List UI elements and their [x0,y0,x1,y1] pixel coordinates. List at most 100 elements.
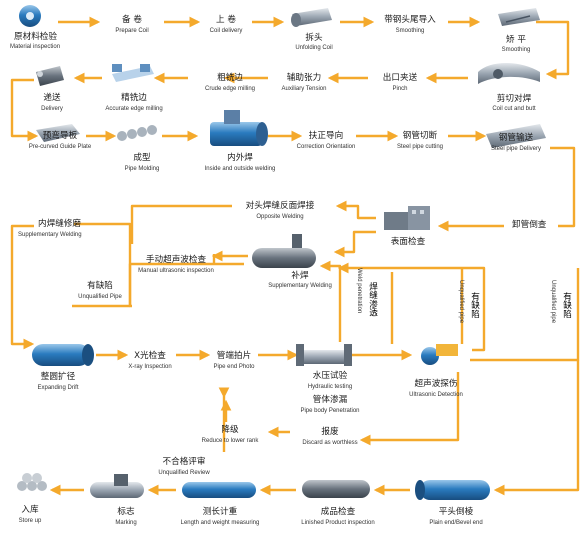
plain-bevel-end-label: 平头倒棱 [438,507,474,517]
weld-penetration-en: Weld penetration [356,268,362,314]
steel-pipe-delivery-label: 钢管输送 [498,133,534,143]
expanding-drift-label: 整圆扩径 [40,372,76,382]
steel-pipe-cutting-en: Steel pipe cutting [396,144,444,150]
weld-penetration-label: 焊缝渗透 [367,282,378,317]
length-weight-en: Length and weight measuring [180,520,260,526]
pipe-body-penetration-label: 管体渗漏 [312,395,348,405]
prepare-coil-label: 备 卷 [122,15,142,25]
prepare-coil-en: Prepare Coil [115,28,149,34]
finished-inspection-label: 成品检查 [320,507,356,517]
pinch-en: Pinch [392,86,408,92]
unfolding-coil-icon [291,8,332,27]
crude-edge-milling-en: Crude edge milling [204,86,256,92]
accurate-edge-milling-label: 精铣边 [121,93,147,103]
unqualified-pipe-left-label: 有缺陷 [87,281,113,291]
pipe-molding-label: 成型 [133,153,151,163]
crude-edge-milling-label: 粗铣边 [217,73,243,83]
unqualified-pipe-mid-en: Unqualified pipe [458,280,464,324]
unqualified-pipe-right-label: 有缺陷 [561,292,572,318]
hydraulic-testing-label: 水压试验 [312,371,348,381]
steel-pipe-delivery-en: Steel pipe Delivery [490,146,542,152]
auxiliary-tension-en: Auxiliary Tension [281,86,327,92]
material-inspection-en: Material inspection [10,44,61,50]
correction-orientation-label: 扶正导向 [308,131,344,141]
ultrasonic-detection-en: Ultrasonic Detection [409,392,463,398]
flow-arrows [10,16,580,496]
supplementary-welding-en: Supplementary Welding [268,283,332,289]
smoothing-label: 矫 平 [506,35,526,45]
reduce-rank-en: Reduce to lower rank [201,438,259,444]
expanding-drift-pipe-icon [32,344,94,366]
inner-weld-grinding-label: 内焊缝修磨 [38,219,81,229]
pipe-molding-en: Pipe Molding [124,166,160,172]
material-coil-icon [19,5,41,27]
plain-bevel-end-icon [415,480,490,500]
smoothing-roller-icon [498,8,540,26]
unqualified-review-en: Unqualified Review [158,470,210,476]
accurate-edge-milling-en: Accurate edge milling [105,106,163,112]
store-up-label: 入库 [21,505,39,515]
ultrasonic-detection-label: 超声波探伤 [414,379,458,389]
pre-curved-guide-label: 预弯导板 [42,131,78,141]
inside-outside-welding-en: Inside and outside welding [204,166,276,172]
inside-outside-welding-label: 内外焊 [227,153,253,163]
inner-weld-grinding-en: Supplementary Welding [18,232,82,238]
finished-inspection-en: Linished Product inspection [301,520,375,526]
pipe-body-penetration-en: Pipe body Penetration [300,408,360,414]
accurate-edge-milling-icon [112,64,154,82]
delivery-roller-icon [36,66,64,86]
supplementary-welding-label: 补焊 [291,271,309,281]
xray-inspection-label: X光检查 [134,351,166,361]
hydraulic-testing-en: Hydraulic testing [307,384,353,390]
surface-inspection-station-icon [384,206,430,230]
reduce-rank-label: 降级 [221,425,239,435]
steel-pipe-cutting-label: 钢管切断 [402,131,438,141]
unqualified-pipe-mid-label: 有缺陷 [469,292,480,318]
unqualified-pipe-right-en: Unqualified pipe [550,280,556,324]
coil-cut-butt-icon [478,63,540,84]
marking-en: Marking [115,520,137,526]
coil-delivery-label: 上 卷 [216,15,236,25]
pre-curved-guide-plate-icon [36,124,80,142]
unqualified-pipe-left-en: Unqualified Pipe [78,294,122,300]
coil-cut-butt-label: 剪切对焊 [496,94,532,104]
equipment-icons [17,5,546,500]
ultrasonic-detection-icon [421,344,458,365]
coil-delivery-en: Coil delivery [209,28,243,34]
delivery-en: Delivery [41,106,63,112]
material-inspection-label: 原材料检验 [14,32,57,42]
pipe-end-photo-en: Pipe end Photo [213,364,255,370]
surface-inspection-label: 表面检查 [390,237,426,247]
manual-ultrasonic-en: Manual ultrasonic inspection [138,268,214,274]
hydraulic-testing-machine-icon [296,344,352,366]
coil-cut-butt-en: Coil cut and butt [492,106,536,112]
plain-bevel-end-en: Plain end/Bevel end [429,520,483,526]
smoothing-en: Smoothing [501,47,531,53]
store-up-pipe-bundle-icon [17,473,47,491]
unqualified-review-label: 不合格评审 [162,457,206,467]
finished-inspection-pipe-icon [302,480,370,498]
steel-pipe-delivery-icon [486,124,546,148]
supplementary-welding-pipe-icon [252,234,316,268]
marking-label: 标志 [117,507,135,517]
strip-head-tail-en: Smoothing [395,28,425,34]
unloading-pipe-label: 卸管倒查 [512,220,547,230]
length-weight-label: 测长计重 [202,507,238,517]
correction-orientation-en: Correction Orientation [296,144,356,150]
pre-curved-guide-en: Pre-curved Guide Plate [28,144,92,150]
discard-label: 报废 [321,427,339,437]
expanding-drift-en: Expanding Drift [37,385,79,391]
opposite-welding-en: Opposite Welding [256,214,304,220]
pipe-molding-rollers-icon [117,125,157,141]
length-weight-pipe-icon [182,482,256,498]
welding-machine-icon [210,110,268,146]
xray-inspection-en: X-ray Inspection [128,364,172,370]
discard-en: Discard as worthless [302,440,358,446]
pinch-label: 出口夹送 [382,73,418,83]
auxiliary-tension-label: 辅助张力 [286,73,322,83]
unfolding-coil-label: 拆头 [305,33,323,43]
marking-pipe-icon [90,474,144,498]
pipe-end-photo-label: 管端拍片 [216,351,252,361]
store-up-en: Store up [18,518,42,524]
